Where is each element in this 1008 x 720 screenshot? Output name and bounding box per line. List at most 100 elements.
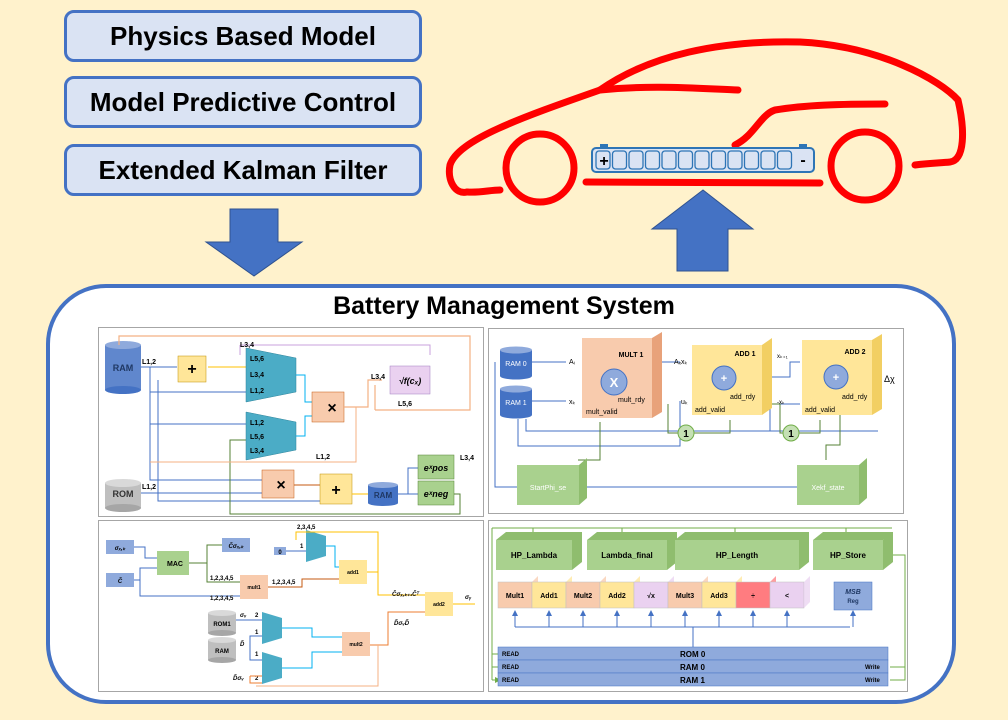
ram0-cylinder: RAM 0 — [500, 346, 532, 380]
ram1-cylinder: RAM 1 — [500, 385, 532, 419]
memory-write-label: Write — [865, 665, 881, 671]
index-label: 2 — [255, 676, 259, 682]
ram-label: RAM — [215, 649, 229, 655]
times-symbol: × — [276, 477, 285, 494]
sequence-label: 1,2,3,4,5 — [210, 596, 234, 602]
counter-circle — [677, 424, 695, 442]
multiplier-block-2 — [261, 469, 295, 499]
label-l34: L3,4 — [371, 374, 385, 381]
battery-cell — [743, 150, 760, 170]
mux — [306, 530, 326, 562]
sequence-label: 2,3,4,5 — [297, 525, 316, 531]
msb-label: MSB — [845, 589, 861, 596]
battery-cell — [776, 150, 793, 170]
multiply-symbol: X — [610, 375, 619, 390]
add-valid-label: add_valid — [695, 407, 725, 414]
compute-unit-label: Add3 — [710, 593, 728, 600]
xk-label: xₖ — [569, 399, 576, 406]
label-l34: L3,4 — [460, 455, 474, 462]
d-label: D̃ — [240, 641, 245, 648]
mult2-block — [342, 632, 370, 656]
add1-label: add1 — [347, 570, 359, 576]
add-valid-label: add_valid — [805, 407, 835, 414]
zero-label: 0 — [278, 550, 282, 556]
ram-cylinder: RAM — [208, 637, 236, 663]
msb-reg-block — [833, 581, 873, 611]
multiplier-block — [311, 391, 345, 423]
method-extended-kalman-filter: Extended Kalman Filter — [64, 144, 422, 196]
memory-name: RAM 0 — [680, 663, 705, 672]
mult2-label: mult2 — [349, 642, 363, 648]
c-sigma-block — [222, 538, 250, 552]
d-sigma-label: D̃σᵥ — [233, 675, 244, 682]
add1-label: ADD 1 — [734, 351, 755, 358]
panel4-diagram: HP_Lambda Lambda_final HP_Length HP_Stor… — [491, 527, 906, 687]
hp-store-label: HP_Store — [830, 551, 867, 560]
hp-lambda-block — [496, 540, 572, 570]
ram-cylinder-2: RAM — [368, 482, 398, 506]
compute-unit: Mult1 — [497, 576, 538, 627]
mux-label: L5,6 — [250, 356, 264, 363]
method-label: Model Predictive Control — [89, 86, 397, 117]
mult-rdy-label: mult_rdy — [618, 397, 645, 404]
memory-name: RAM 1 — [680, 676, 705, 685]
mac-label: MAC — [167, 561, 183, 568]
mult1-block — [240, 575, 268, 599]
compute-unit-label: √x — [647, 592, 655, 600]
sigma-input-block — [106, 540, 134, 554]
uk-label: uₖ — [681, 399, 688, 406]
label-l34: L3,4 — [240, 342, 254, 349]
c-input-label: C̃ — [118, 578, 123, 585]
add2-label: add2 — [433, 602, 445, 608]
ai-label: Aᵢ — [569, 359, 575, 366]
delta-chi-label: Δχ — [884, 374, 895, 384]
hp-length-block — [675, 540, 799, 570]
counter-label: 1 — [788, 429, 794, 440]
add-circle — [823, 364, 849, 390]
ram-label: RAM — [113, 363, 134, 373]
rom-cylinder: ROM — [105, 479, 141, 512]
mult-valid-label: mult_valid — [586, 409, 618, 416]
index-label: 1 — [255, 652, 259, 658]
ram-label: RAM — [374, 491, 393, 500]
add2-block — [425, 592, 453, 616]
label-l56: L5,6 — [398, 401, 412, 408]
memory-name: ROM 0 — [680, 650, 706, 659]
memory-read-label: READ — [502, 678, 520, 684]
car-icon — [445, 38, 966, 206]
lambda-final-block — [587, 540, 667, 570]
hp-store-block — [813, 540, 883, 570]
battery-negative-label: - — [800, 152, 805, 169]
down-arrow-icon — [204, 208, 304, 277]
label-l12: L1,2 — [142, 484, 156, 491]
e-neg-block — [417, 480, 455, 506]
counter-circle — [782, 424, 800, 442]
battery-cell — [677, 150, 694, 170]
counter-label: 1 — [683, 429, 689, 440]
battery-cell — [710, 150, 727, 170]
battery-cell — [760, 150, 776, 170]
rom1-label: ROM1 — [213, 622, 231, 628]
xekf-state-label: Xekf_state — [811, 485, 844, 492]
mux-top — [245, 347, 297, 403]
add-symbol: + — [331, 482, 340, 499]
battery-cell — [595, 150, 611, 170]
mux-bottom — [245, 411, 297, 461]
ram1-label: RAM 1 — [505, 400, 527, 407]
compute-unit: < — [769, 576, 810, 627]
ram-cylinder: RAM — [105, 341, 141, 394]
index-label: 2 — [255, 613, 259, 619]
times-symbol: × — [327, 400, 336, 417]
mux-label: L3,4 — [250, 372, 264, 379]
label-l12: L1,2 — [316, 454, 330, 461]
ram0-label: RAM 0 — [505, 361, 527, 368]
panel1-diagram: RAM ROM L1,2 L1,2 + L5,6 L3,4 L1 — [105, 335, 474, 515]
add-circle — [711, 365, 737, 391]
add-symbol: + — [833, 372, 839, 384]
panel-covariance — [98, 520, 484, 692]
method-physics-based-model: Physics Based Model — [64, 10, 422, 62]
rom1-cylinder: ROM1 — [208, 610, 236, 636]
